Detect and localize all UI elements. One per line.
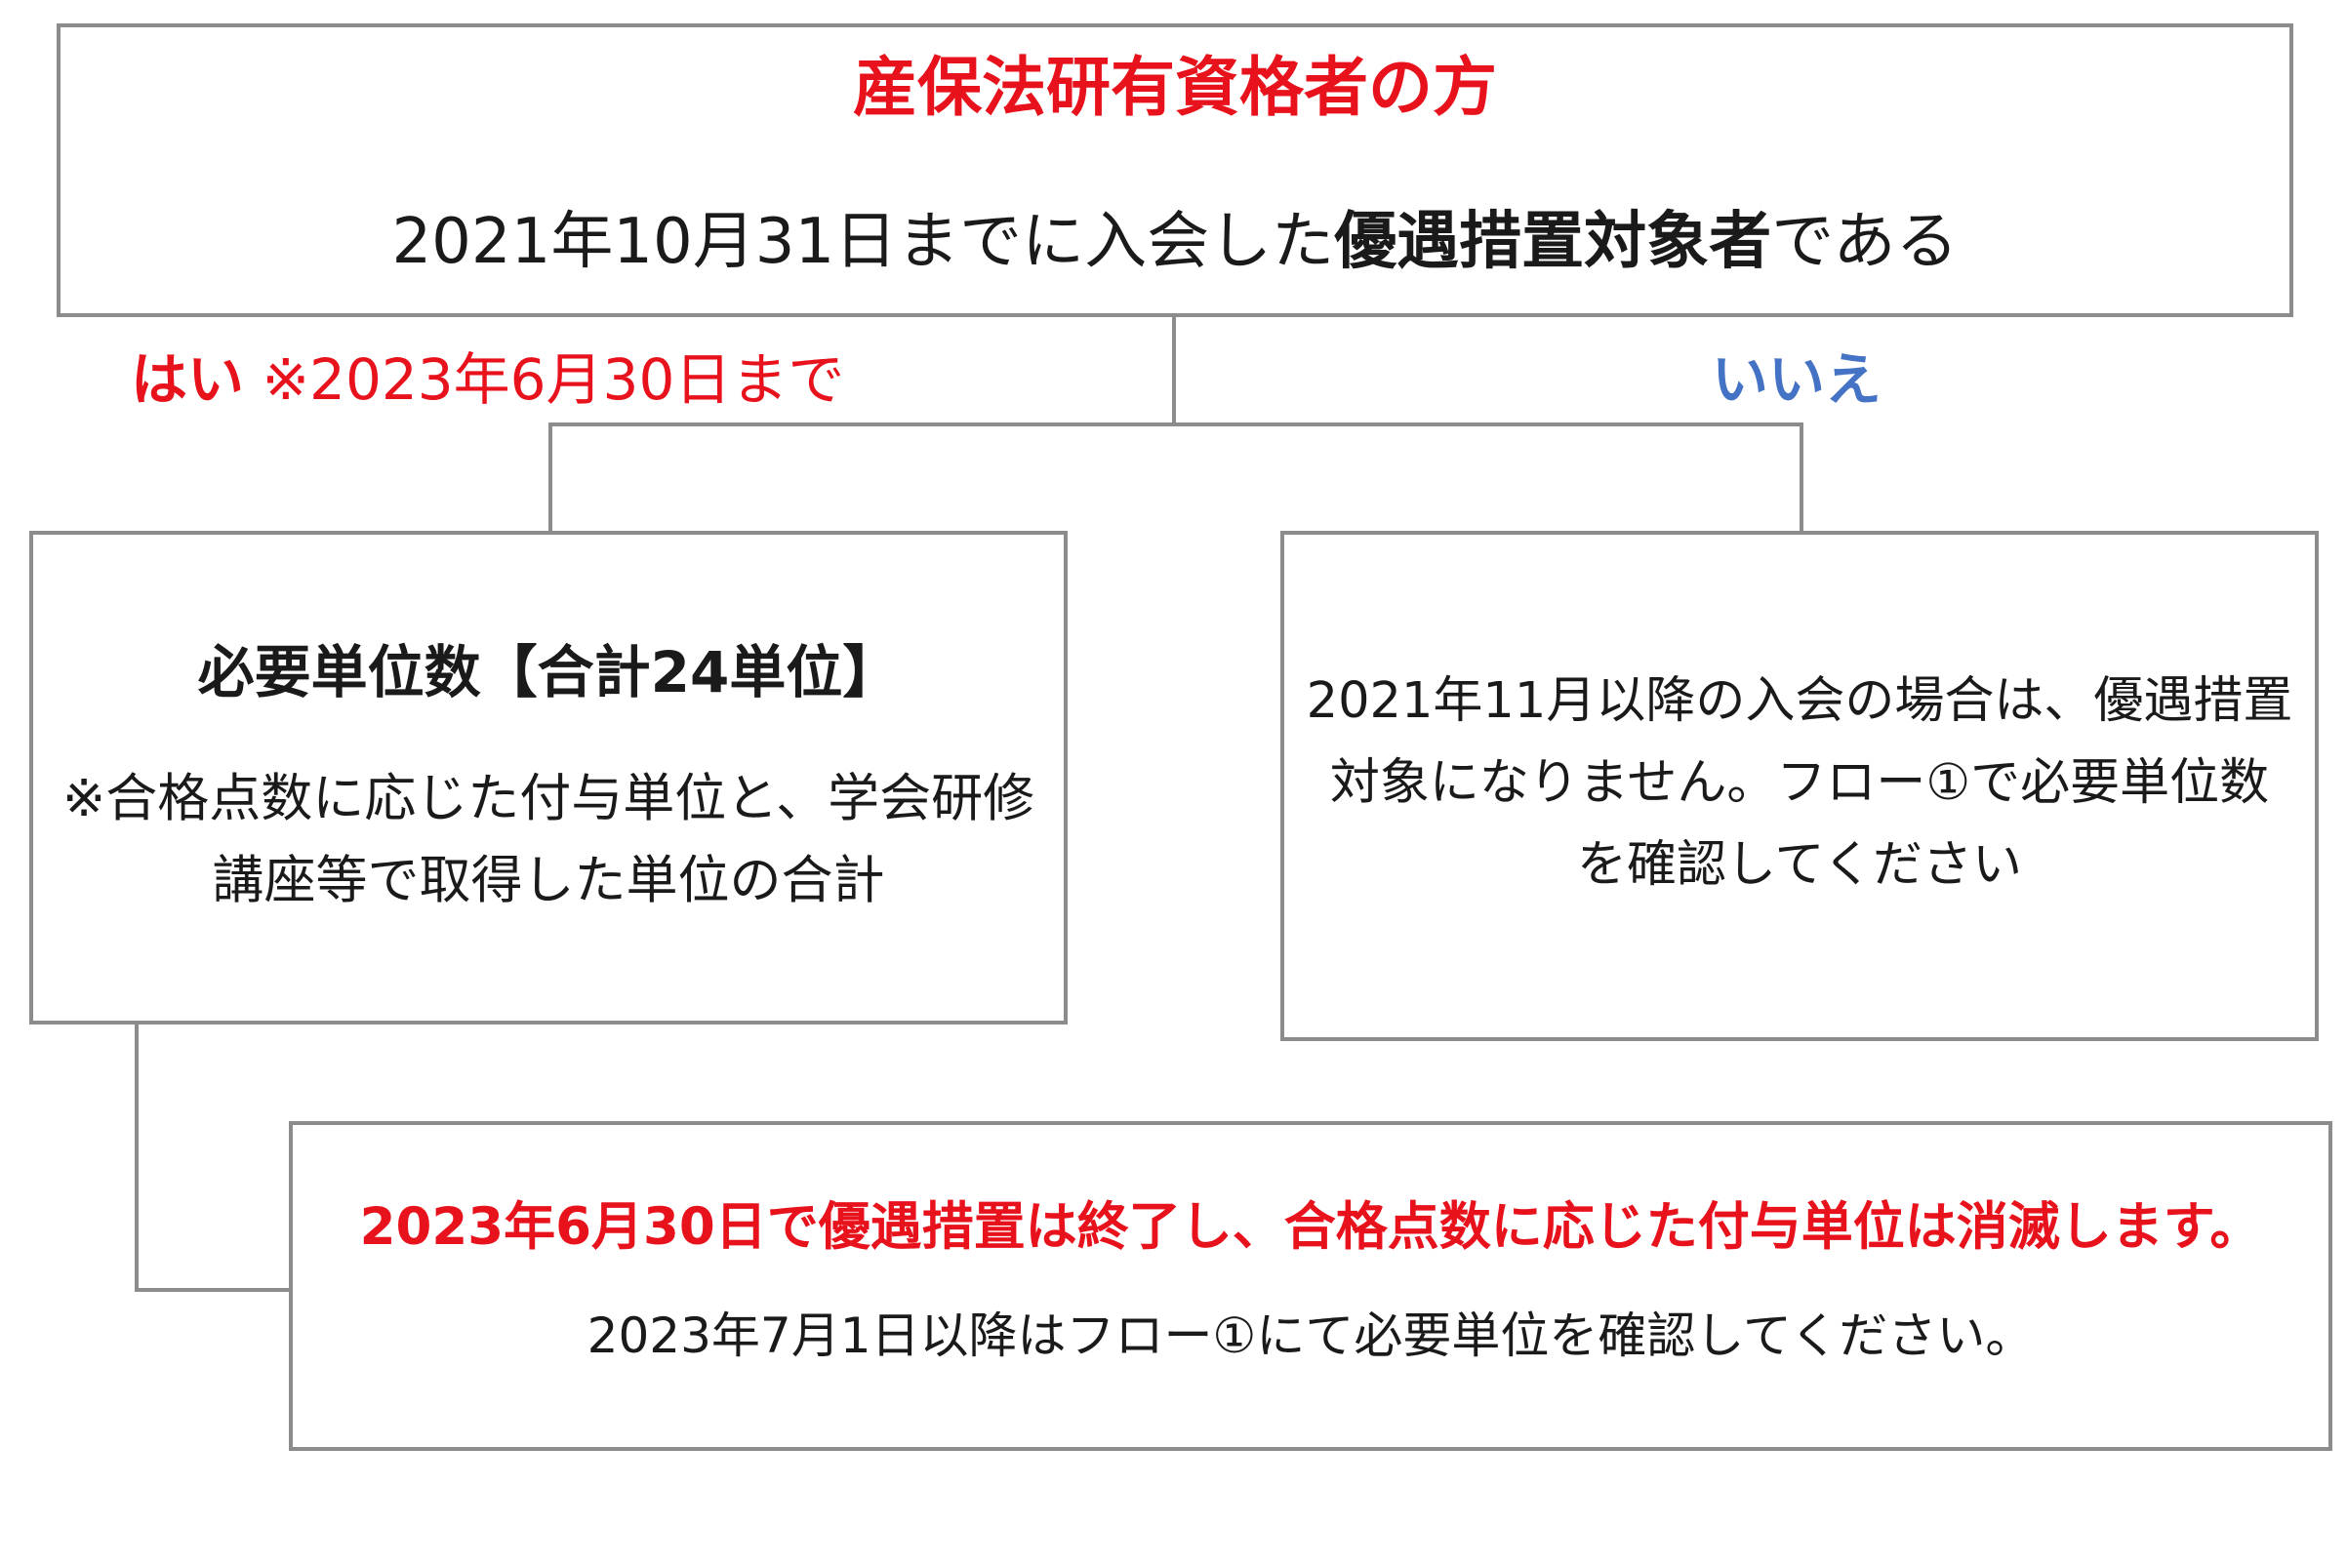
not-eligible-line-2: 対象になりません。フロー①で必要単位数 xyxy=(1329,754,2270,812)
expiry-instruction: 2023年7月1日以降はフロー①にて必要単位を確認してください。 xyxy=(587,1307,2035,1364)
qualification-title: 産保法研有資格者の方 xyxy=(853,50,1497,125)
expiry-notice-box xyxy=(289,1121,2332,1451)
not-eligible-line-1: 2021年11月以降の入会の場合は、優遇措置 xyxy=(1306,672,2293,730)
required-units-note-line-2: 講座等で取得した単位の合計 xyxy=(212,851,885,910)
required-units-title: 必要単位数【合計24単位】 xyxy=(197,639,900,705)
yes-branch-label: はい ※2023年6月30日まで xyxy=(131,346,844,415)
question-emphasis: 優遇措置対象者 xyxy=(1334,206,1772,278)
not-eligible-line-3: を確認してください xyxy=(1577,836,2022,894)
required-units-box xyxy=(29,531,1068,1025)
expiry-warning: 2023年6月30日で優遇措置は終了し、合格点数に応じた付与単位は消滅します。 xyxy=(359,1197,2262,1257)
yes-note: ※2023年6月30日まで xyxy=(262,346,845,413)
connector-left-to-bottom xyxy=(135,1025,289,1292)
qualification-question: 2021年10月31日までに入会した優遇措置対象者である xyxy=(57,205,2293,280)
required-units-note-line-1: ※合格点数に応じた付与単位と、学会研修 xyxy=(61,769,1035,828)
question-prefix: 2021年10月31日までに入会した xyxy=(391,206,1335,278)
not-eligible-box xyxy=(1280,531,2319,1041)
qualification-box xyxy=(57,23,2293,317)
no-branch-label: いいえ xyxy=(1712,346,1882,413)
yes-label: はい xyxy=(131,346,245,413)
question-suffix: である xyxy=(1771,206,1959,278)
